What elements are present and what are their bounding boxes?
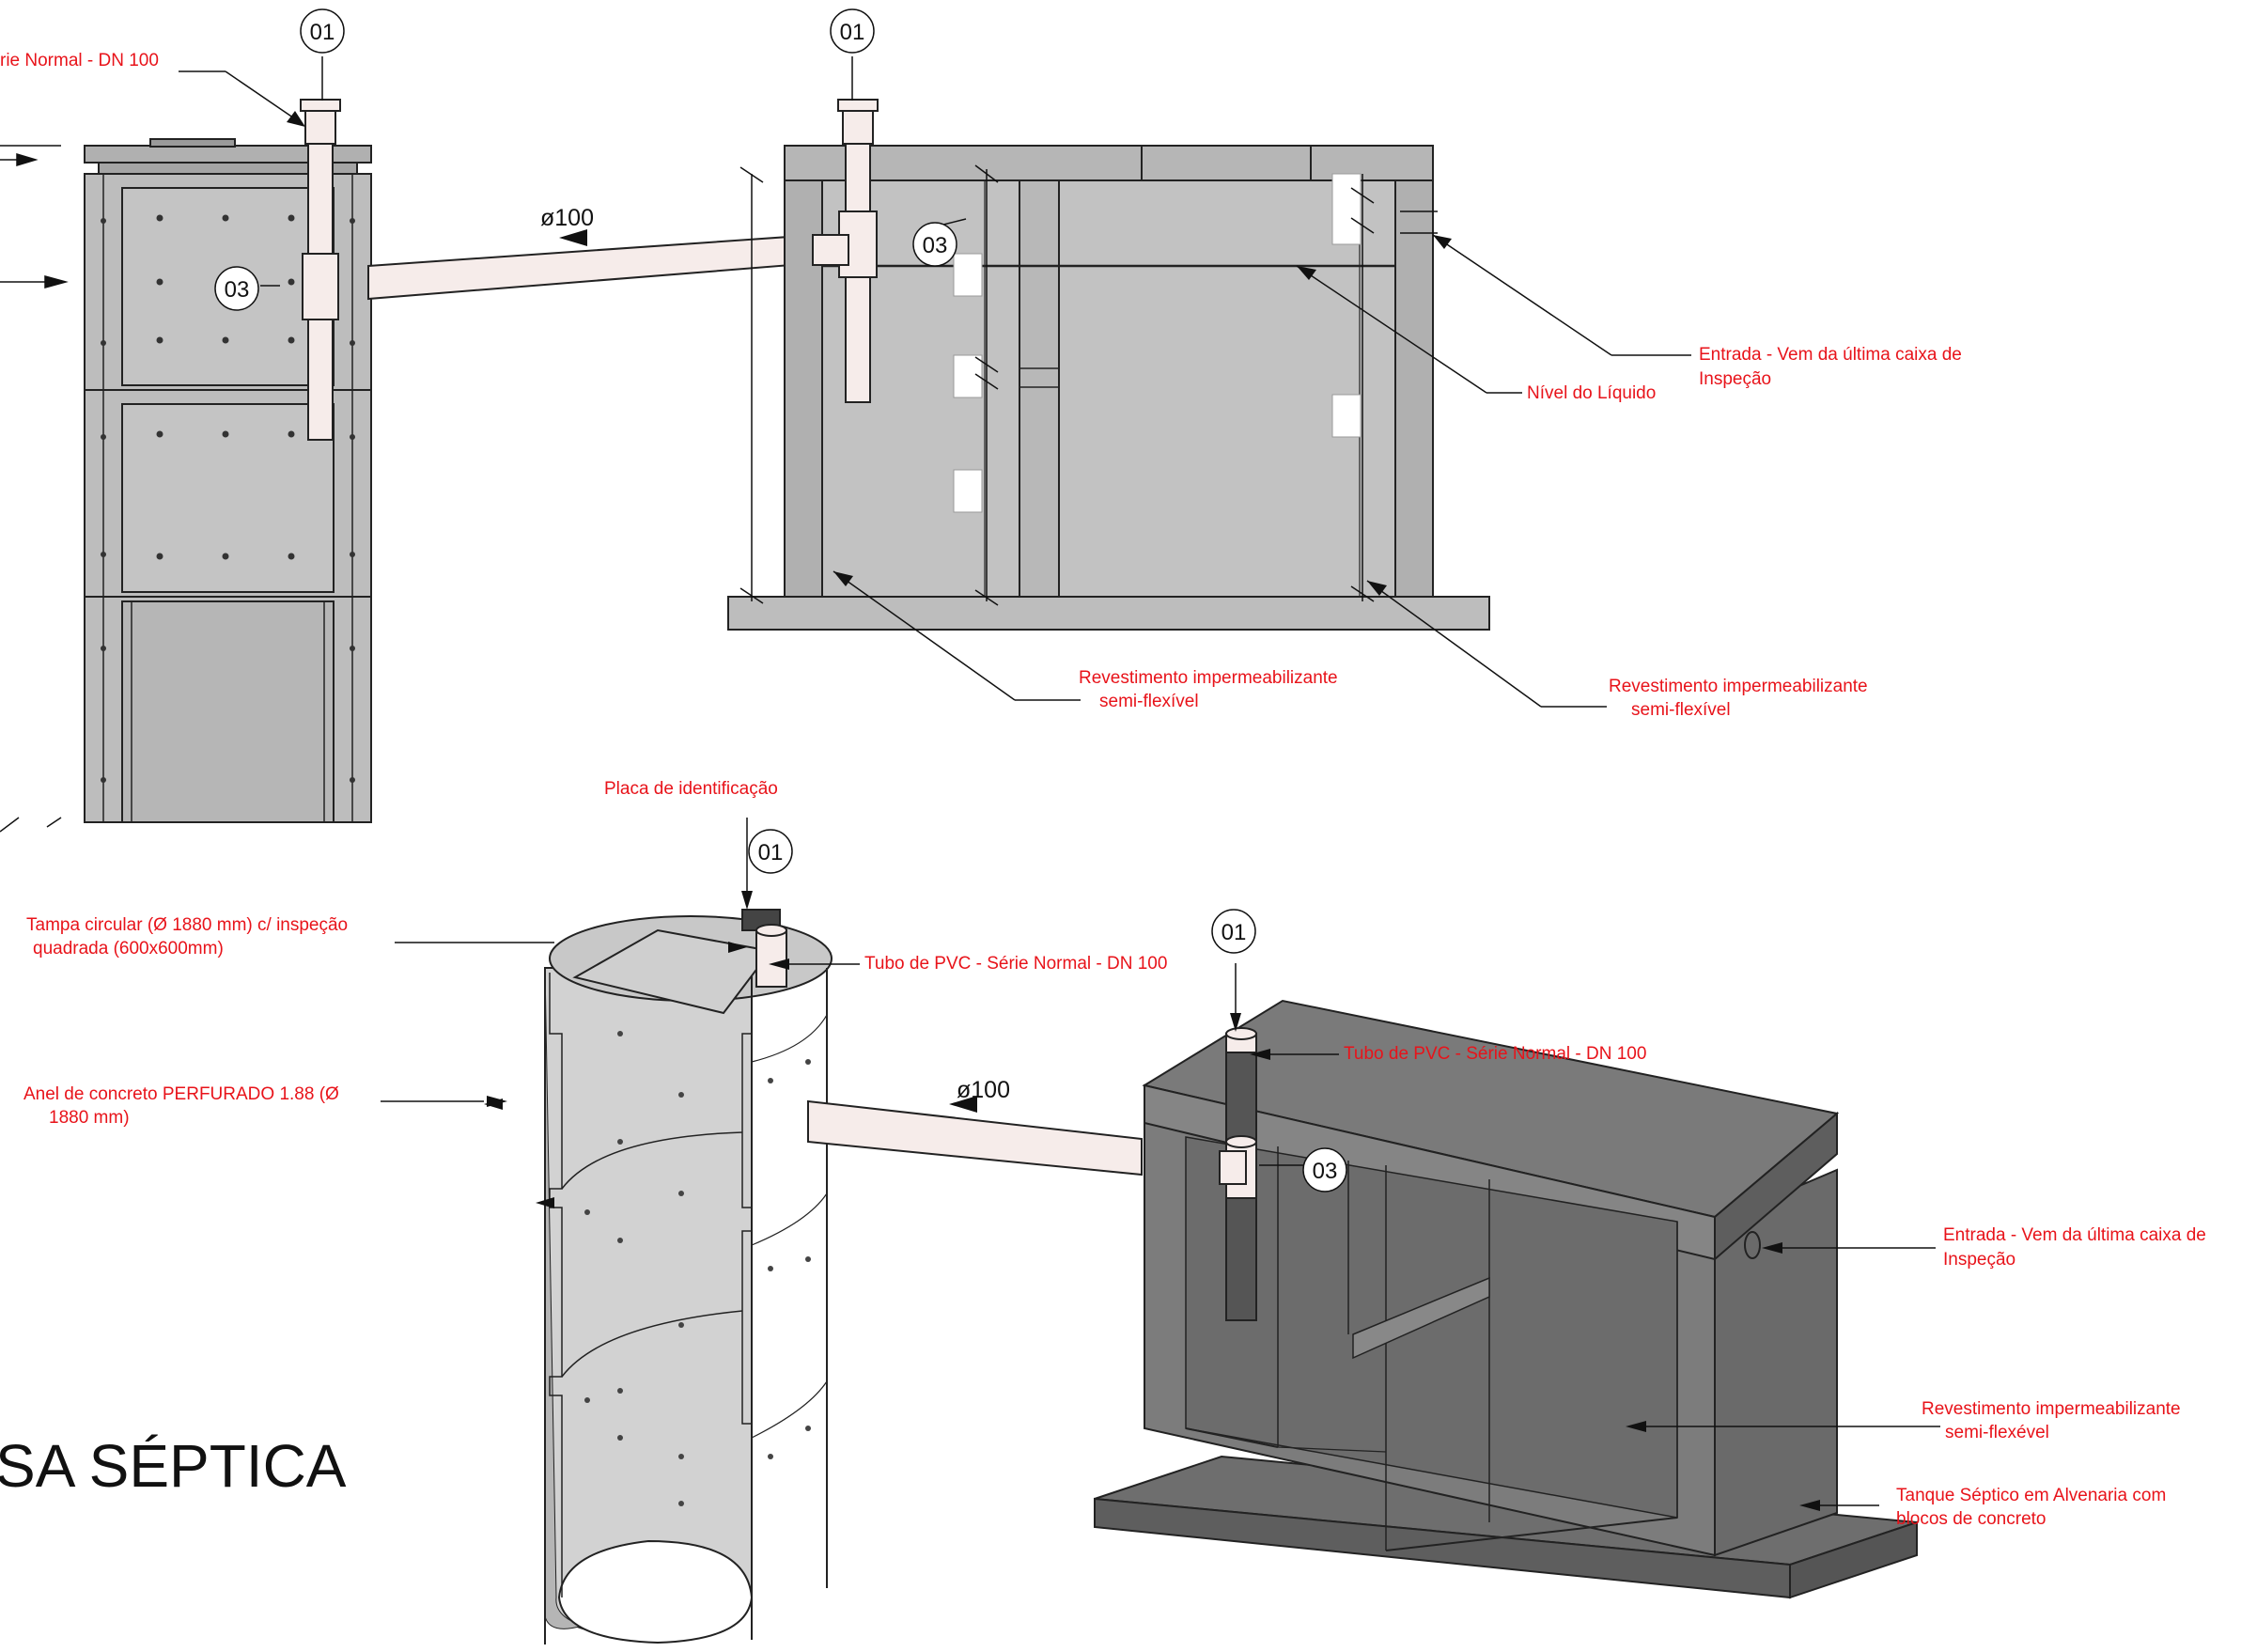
sumidouro-section-view (84, 99, 372, 823)
tank-section-view (727, 99, 1490, 631)
svg-text:01: 01 (1222, 920, 1247, 945)
svg-text:01: 01 (758, 840, 784, 865)
label-diam-top: ø100 (540, 205, 594, 231)
label-anel-line2: 1880 mm) (49, 1108, 130, 1128)
label-entrada-iso-line2: Inspeção (1943, 1250, 2015, 1270)
label-entrada-top-line1: Entrada - Vem da última caixa de (1699, 345, 1962, 365)
svg-text:03: 03 (1313, 1159, 1338, 1184)
sumidouro-isometric (544, 909, 833, 1644)
pipe-iso-connection (807, 1099, 1143, 1177)
label-revestimento-top-b-line2: semi-flexível (1631, 700, 1731, 720)
label-entrada-iso-line1: Entrada - Vem da última caixa de (1943, 1225, 2206, 1245)
label-tubo-iso-b: Tubo de PVC - Série Normal - DN 100 (1344, 1044, 1646, 1064)
label-revestimento-iso-line1: Revestimento impermeabilizante (1922, 1399, 2181, 1419)
bubble-01-top-left: 01 (300, 8, 345, 54)
annotation-labels: rie Normal - DN 100 ø100 Entrada - Vem d… (0, 51, 2206, 1529)
bubble-01-iso-left: 01 (748, 829, 793, 874)
label-nivel-liquido: Nível do Líquido (1527, 383, 1656, 403)
diameter-arrows (559, 229, 977, 1113)
svg-text:01: 01 (840, 20, 865, 45)
leader-arrowheads (287, 111, 1820, 1511)
label-revestimento-top-a-line2: semi-flexível (1099, 692, 1199, 711)
label-tubo-iso-a: Tubo de PVC - Série Normal - DN 100 (864, 954, 1167, 974)
bubble-03-iso-right: 03 (1302, 1147, 1347, 1192)
svg-text:03: 03 (923, 233, 948, 258)
drawing-title: SA SÉPTICA (0, 1432, 347, 1500)
left-leader-arrows (0, 145, 69, 833)
reference-bubbles: 01 01 03 03 01 01 03 (214, 8, 1347, 1192)
label-entrada-top-line2: Inspeção (1699, 369, 1771, 389)
bubble-03-top-right: 03 (912, 222, 957, 267)
label-tanque-line1: Tanque Séptico em Alvenaria com (1896, 1486, 2166, 1505)
label-tanque-line2: blocos de concreto (1896, 1509, 2046, 1529)
svg-text:01: 01 (310, 20, 335, 45)
bubble-03-top-left: 03 (214, 266, 259, 311)
label-diam-iso: ø100 (957, 1077, 1010, 1103)
label-revestimento-iso-line2: semi-flexével (1945, 1423, 2049, 1442)
label-anel-line1: Anel de concreto PERFURADO 1.88 (Ø (23, 1084, 339, 1104)
bubble-01-iso-right: 01 (1211, 909, 1256, 954)
pipe-top-connection (367, 235, 793, 301)
label-tampa-line1: Tampa circular (Ø 1880 mm) c/ inspeção (26, 915, 348, 935)
tank-isometric (1094, 999, 1918, 1599)
label-tampa-line2: quadrada (600x600mm) (33, 939, 224, 958)
label-tubo-top-left: rie Normal - DN 100 (0, 51, 159, 70)
svg-text:03: 03 (225, 277, 250, 303)
label-revestimento-top-a-line1: Revestimento impermeabilizante (1079, 668, 1338, 688)
label-revestimento-top-b-line1: Revestimento impermeabilizante (1609, 677, 1868, 696)
dimension-lines (739, 164, 1438, 606)
bubble-01-top-right: 01 (830, 8, 875, 54)
label-placa-identificacao: Placa de identificação (604, 779, 778, 799)
